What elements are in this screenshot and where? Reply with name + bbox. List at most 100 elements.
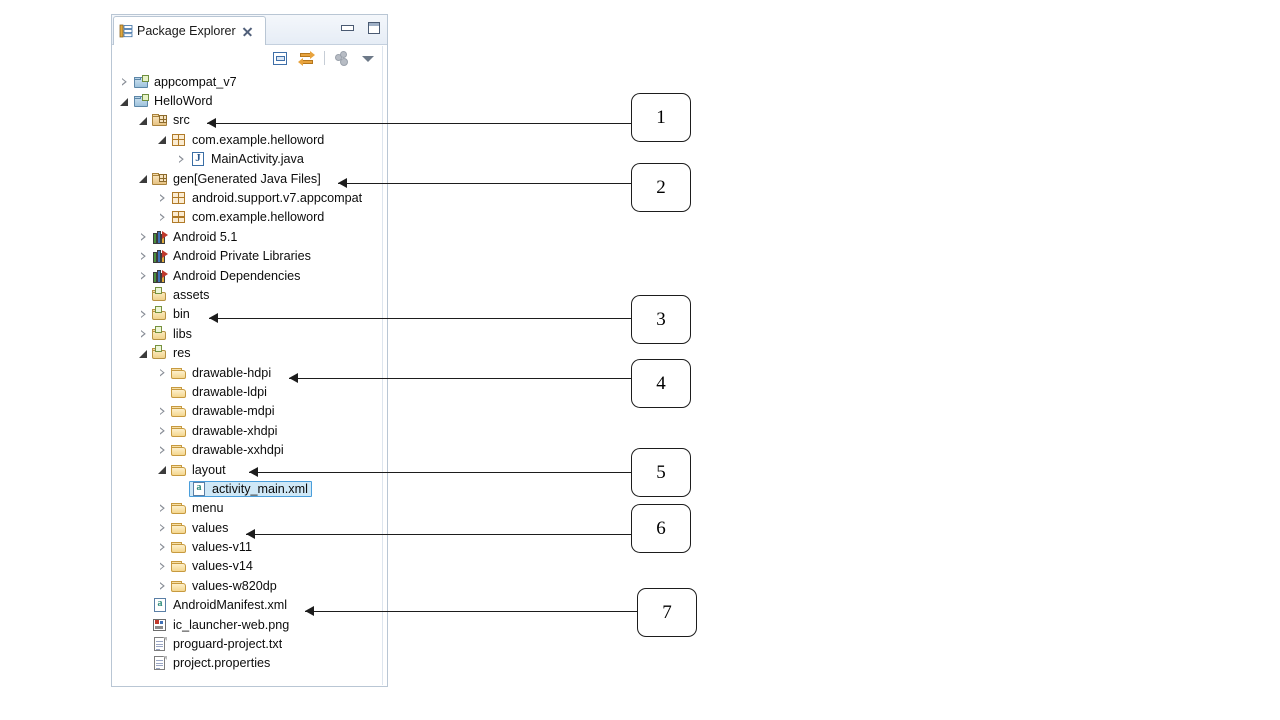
tree-item-gen[interactable]: gen [Generated Java Files] xyxy=(113,169,381,188)
callout-box-5: 5 xyxy=(631,448,691,497)
twisty-collapsed-icon[interactable] xyxy=(138,251,149,262)
tree-item-project-properties[interactable]: project.properties xyxy=(113,654,381,673)
tree-item-libs[interactable]: libs xyxy=(113,324,381,343)
tree-item-android-support-v7-appcompat[interactable]: android.support.v7.appcompat xyxy=(113,188,381,207)
tree-item-ic-launcher-web-png[interactable]: ic_launcher-web.png xyxy=(113,615,381,634)
twisty-placeholder xyxy=(138,289,149,300)
tree-item-values-w820dp[interactable]: values-w820dp xyxy=(113,576,381,595)
tree-item-bin[interactable]: bin xyxy=(113,305,381,324)
twisty-expanded-icon[interactable] xyxy=(138,348,149,359)
callout-box-1: 1 xyxy=(631,93,691,142)
package-icon xyxy=(171,190,187,206)
tree-item-drawable-xxhdpi[interactable]: drawable-xxhdpi xyxy=(113,440,381,459)
tree-item-values[interactable]: values xyxy=(113,518,381,537)
callout-number: 3 xyxy=(656,308,666,330)
package-icon xyxy=(171,209,187,225)
callout-number: 4 xyxy=(656,372,666,394)
tree-item-com-example-helloword[interactable]: com.example.helloword xyxy=(113,130,381,149)
tree-item-label: assets xyxy=(173,287,210,302)
tree-item-values-v11[interactable]: values-v11 xyxy=(113,537,381,556)
tree-item-drawable-xhdpi[interactable]: drawable-xhdpi xyxy=(113,421,381,440)
folder-icon xyxy=(171,442,187,458)
tree-item-content: drawable-xhdpi xyxy=(170,423,280,439)
twisty-collapsed-icon[interactable] xyxy=(138,270,149,281)
tree-item-values-v14[interactable]: values-v14 xyxy=(113,557,381,576)
twisty-collapsed-icon[interactable] xyxy=(157,503,168,514)
close-icon[interactable] xyxy=(242,26,253,37)
tree-item-layout[interactable]: layout xyxy=(113,460,381,479)
twisty-expanded-icon[interactable] xyxy=(157,134,168,145)
twisty-collapsed-icon[interactable] xyxy=(157,522,168,533)
callout-arrowhead-3 xyxy=(209,313,218,323)
twisty-expanded-icon[interactable] xyxy=(157,464,168,475)
twisty-collapsed-icon[interactable] xyxy=(157,367,168,378)
callout-box-7: 7 xyxy=(637,588,697,637)
twisty-collapsed-icon[interactable] xyxy=(157,425,168,436)
tree-item-content: HelloWord xyxy=(132,93,216,109)
tree-item-content: android.support.v7.appcompat xyxy=(170,190,365,206)
twisty-collapsed-icon[interactable] xyxy=(157,542,168,553)
callout-number: 7 xyxy=(662,601,672,623)
callout-leader-4 xyxy=(289,378,631,379)
tree-item-content: values-v11 xyxy=(170,539,255,555)
tab-package-explorer[interactable]: Package Explorer xyxy=(113,16,266,45)
view-menu-icon[interactable] xyxy=(334,50,351,67)
tree-item-content: Android Dependencies xyxy=(151,268,303,284)
link-with-editor-icon[interactable] xyxy=(298,50,315,67)
tree-item-helloword[interactable]: HelloWord xyxy=(113,91,381,110)
tree-item-drawable-hdpi[interactable]: drawable-hdpi xyxy=(113,363,381,382)
tree-item-src[interactable]: src xyxy=(113,111,381,130)
folder-icon xyxy=(171,500,187,516)
twisty-collapsed-icon[interactable] xyxy=(138,231,149,242)
tree-item-android-private-libraries[interactable]: Android Private Libraries xyxy=(113,247,381,266)
twisty-collapsed-icon[interactable] xyxy=(119,76,130,87)
tree-item-android-5-1[interactable]: Android 5.1 xyxy=(113,227,381,246)
twisty-collapsed-icon[interactable] xyxy=(157,212,168,223)
tree-item-res[interactable]: res xyxy=(113,343,381,362)
tree-item-content: drawable-hdpi xyxy=(170,365,274,381)
tree-item-proguard-project-txt[interactable]: proguard-project.txt xyxy=(113,634,381,653)
package-explorer-icon xyxy=(119,24,133,38)
tree-item-drawable-mdpi[interactable]: drawable-mdpi xyxy=(113,402,381,421)
tree-item-assets[interactable]: assets xyxy=(113,285,381,304)
twisty-collapsed-icon[interactable] xyxy=(157,193,168,204)
callout-arrowhead-5 xyxy=(249,467,258,477)
chevron-down-icon[interactable] xyxy=(360,50,377,67)
folder-icon xyxy=(171,423,187,439)
tree-item-label: src xyxy=(173,113,190,128)
twisty-collapsed-icon[interactable] xyxy=(157,580,168,591)
tree-item-menu[interactable]: menu xyxy=(113,499,381,518)
twisty-collapsed-icon[interactable] xyxy=(157,561,168,572)
tree-item-label: Android Dependencies xyxy=(173,268,301,283)
twisty-collapsed-icon[interactable] xyxy=(176,154,187,165)
tree-item-suffix: [Generated Java Files] xyxy=(194,171,321,186)
twisty-collapsed-icon[interactable] xyxy=(157,406,168,417)
maximize-button[interactable] xyxy=(365,20,383,36)
tree-item-com-example-helloword[interactable]: com.example.helloword xyxy=(113,208,381,227)
tree-item-content: libs xyxy=(151,325,195,342)
twisty-expanded-icon[interactable] xyxy=(138,115,149,126)
twisty-placeholder xyxy=(138,600,149,611)
tree-item-label: libs xyxy=(173,326,192,341)
twisty-collapsed-icon[interactable] xyxy=(157,445,168,456)
tree-item-label: ic_launcher-web.png xyxy=(173,617,290,632)
callout-number: 2 xyxy=(656,176,666,198)
tree-item-content: project.properties xyxy=(151,655,273,671)
twisty-expanded-icon[interactable] xyxy=(138,173,149,184)
collapse-all-icon[interactable] xyxy=(272,50,289,67)
tree-item-appcompat-v7[interactable]: appcompat_v7 xyxy=(113,72,381,91)
tree-item-android-dependencies[interactable]: Android Dependencies xyxy=(113,266,381,285)
twisty-collapsed-icon[interactable] xyxy=(138,309,149,320)
library-icon xyxy=(152,268,168,284)
tree-item-label: values-v14 xyxy=(192,559,253,574)
minimize-button[interactable] xyxy=(339,20,357,36)
tree-item-content: gen [Generated Java Files] xyxy=(151,171,324,187)
twisty-expanded-icon[interactable] xyxy=(119,96,130,107)
twisty-collapsed-icon[interactable] xyxy=(138,328,149,339)
tree-item-drawable-ldpi[interactable]: drawable-ldpi xyxy=(113,382,381,401)
